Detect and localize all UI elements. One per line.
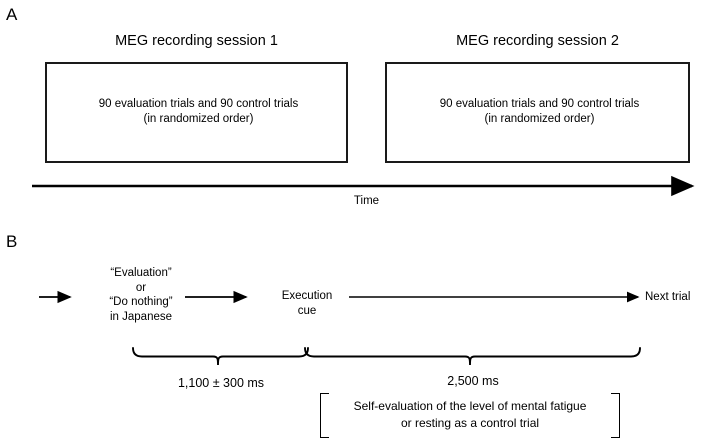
cue-stimulus-text: “Evaluation” or “Do nothing” in Japanese bbox=[86, 266, 196, 324]
cue-stimulus-line1: “Evaluation” bbox=[110, 267, 172, 279]
session-2-box-line1: 90 evaluation trials and 90 control tria… bbox=[439, 98, 640, 110]
duration-label-1: 1,100 ± 300 ms bbox=[177, 376, 265, 390]
task-note-text: Self-evaluation of the level of mental f… bbox=[329, 398, 611, 432]
cue-stimulus-line4: in Japanese bbox=[109, 310, 173, 323]
cue-to-execution-arrow-icon bbox=[184, 290, 256, 304]
session-1-box: 90 evaluation trials and 90 control tria… bbox=[45, 62, 348, 163]
session-1-box-line2: (in randomized order) bbox=[143, 113, 254, 125]
cue-stimulus-line3: “Do nothing” bbox=[109, 296, 173, 308]
session-2-box-line2: (in randomized order) bbox=[484, 113, 595, 125]
session-1-box-line1: 90 evaluation trials and 90 control tria… bbox=[98, 98, 299, 110]
execution-cue-line2: cue bbox=[297, 304, 317, 317]
execution-cue-text: Execution cue bbox=[272, 289, 342, 318]
duration-label-2: 2,500 ms bbox=[447, 374, 499, 388]
right-square-bracket-icon bbox=[611, 393, 620, 438]
incoming-arrow-icon bbox=[38, 290, 80, 304]
task-note-line2: or resting as a control trial bbox=[400, 416, 540, 430]
time-axis-label: Time bbox=[353, 195, 380, 207]
duration-brace-2-icon bbox=[302, 346, 644, 372]
cue-stimulus-line2: or bbox=[135, 281, 147, 294]
panel-label-b: B bbox=[6, 232, 18, 251]
left-square-bracket-icon bbox=[320, 393, 329, 438]
session-2-title: MEG recording session 2 bbox=[456, 33, 619, 49]
session-1-title: MEG recording session 1 bbox=[115, 33, 278, 49]
session-2-box: 90 evaluation trials and 90 control tria… bbox=[385, 62, 690, 163]
task-note-group: Self-evaluation of the level of mental f… bbox=[320, 393, 620, 438]
task-note-line1: Self-evaluation of the level of mental f… bbox=[353, 399, 587, 413]
time-axis-arrow-icon bbox=[30, 175, 703, 197]
duration-brace-1-icon bbox=[130, 346, 312, 372]
panel-label-a: A bbox=[6, 5, 18, 24]
execution-to-next-trial-arrow-icon bbox=[348, 290, 648, 304]
next-trial-label: Next trial bbox=[645, 291, 691, 303]
execution-cue-line1: Execution bbox=[281, 290, 333, 302]
